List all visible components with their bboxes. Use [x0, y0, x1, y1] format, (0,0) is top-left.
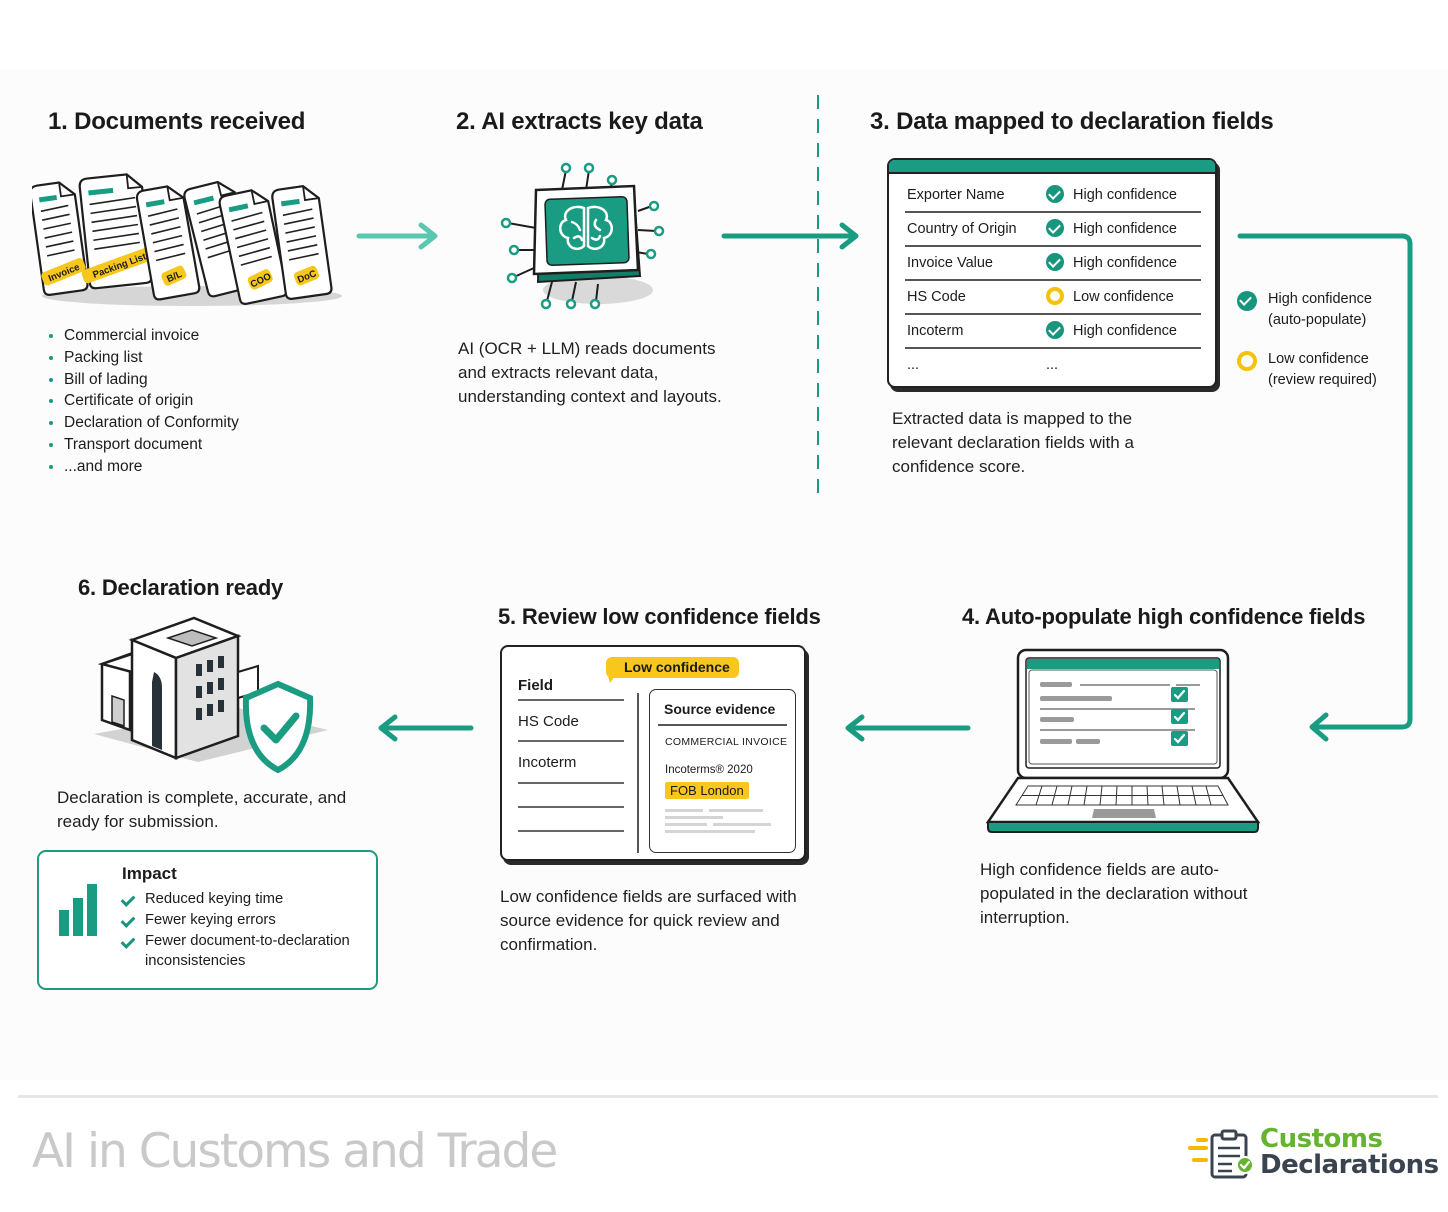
footer-divider [18, 1095, 1438, 1098]
legend-label: High confidence(auto-populate) [1268, 291, 1372, 328]
divider [658, 724, 787, 726]
field-column-header: Field [518, 677, 554, 694]
column-divider [637, 693, 639, 853]
step1-title: 1. Documents received [48, 108, 306, 135]
document-list-item: Bill of lading [48, 369, 239, 391]
document-list-item: Transport document [48, 434, 239, 456]
document-list-item: Declaration of Conformity [48, 412, 239, 434]
legend-label: Low confidence(review required) [1268, 351, 1377, 388]
check-circle-icon [1046, 185, 1064, 203]
step4-title: 4. Auto-populate high confidence fields [962, 604, 1366, 629]
document-list-item: Packing list [48, 347, 239, 369]
impact-list: Reduced keying time Fewer keying errors … [120, 889, 370, 973]
table-row: ... ... [905, 348, 1201, 381]
step5-title: 5. Review low confidence fields [498, 604, 821, 629]
flow-connector-arrow-icon [1237, 233, 1413, 742]
table-header-bar [889, 160, 1215, 174]
table-row: Country of Origin High confidence [905, 212, 1201, 247]
laptop-icon [985, 648, 1261, 833]
document-list-item: ...and more [48, 456, 239, 478]
logo-text-customs: Customs [1260, 1124, 1383, 1154]
confidence-label: ... [1046, 357, 1059, 373]
source-line: Incoterms® 2020 [665, 764, 753, 776]
low-confidence-badge: Low confidence [606, 657, 739, 678]
divider [518, 782, 624, 784]
source-evidence-panel: Source evidence COMMERCIAL INVOICE Incot… [649, 689, 796, 853]
step2-description: AI (OCR + LLM) reads documents and extra… [458, 339, 722, 406]
document-page-icon: B/L [135, 185, 201, 301]
field-name: Exporter Name [907, 187, 1005, 203]
check-circle-icon [1046, 253, 1064, 271]
document-page-icon: COO [218, 189, 289, 305]
source-evidence-title: Source evidence [664, 701, 776, 717]
placeholder-text-lines [665, 809, 771, 833]
field-name: Country of Origin [907, 221, 1017, 237]
document-list-item: Certificate of origin [48, 390, 239, 412]
confidence-label: High confidence [1073, 187, 1177, 203]
field-mapping-table: Exporter Name High confidence Country of… [887, 158, 1217, 388]
confidence-label: High confidence [1073, 323, 1177, 339]
checkmark-icon [120, 892, 136, 907]
step3-description: Extracted data is mapped to the relevant… [892, 409, 1134, 476]
check-circle-icon [1046, 321, 1064, 339]
review-panel: Low confidence Field HS Code Incoterm So… [500, 645, 806, 861]
impact-box: Impact Reduced keying time Fewer keying … [37, 850, 378, 990]
step4-description: High confidence fields are auto-populate… [980, 860, 1248, 927]
badge-pointer [606, 669, 620, 683]
document-page-icon: Packing List [78, 173, 157, 290]
source-highlight: FOB London [665, 782, 749, 799]
field-name: Invoice Value [907, 255, 993, 271]
flow-arrow-right-icon [356, 222, 438, 250]
field-name: HS Code [907, 289, 966, 305]
checkmark-icon [120, 912, 136, 928]
building-shield-icon [94, 616, 328, 774]
logo-text-declarations: Declarations [1260, 1150, 1439, 1180]
document-list: Commercial invoice Packing list Bill of … [48, 325, 239, 478]
warning-circle-icon [1046, 287, 1064, 305]
step6-title: 6. Declaration ready [78, 575, 284, 600]
step3-title: 3. Data mapped to declaration fields [870, 108, 1274, 135]
ai-chip-brain-icon [500, 162, 665, 310]
clipboard-check-logo-icon [1188, 1129, 1254, 1179]
check-circle-icon [1237, 291, 1257, 311]
dashed-divider [817, 95, 819, 493]
impact-item: Fewer keying errors [120, 910, 370, 931]
document-page-icon: DoC [271, 185, 333, 300]
confidence-label: High confidence [1073, 255, 1177, 271]
document-page-icon: Invoice [32, 181, 89, 296]
table-row: Exporter Name High confidence [905, 178, 1201, 213]
confidence-label: Low confidence [1073, 289, 1174, 305]
divider [518, 740, 624, 742]
check-circle-icon [1046, 219, 1064, 237]
review-field-item: HS Code [518, 713, 579, 730]
divider [518, 830, 624, 832]
table-row: HS Code Low confidence [905, 280, 1201, 315]
divider [518, 699, 624, 701]
bar-chart-icon [59, 884, 97, 936]
warning-circle-icon [1237, 351, 1257, 371]
checkmark-icon [120, 933, 136, 949]
divider [518, 806, 624, 808]
confidence-label: High confidence [1073, 221, 1177, 237]
table-row: Incoterm High confidence [905, 314, 1201, 349]
footer-title: AI in Customs and Trade [32, 1124, 558, 1179]
flow-arrow-left-icon [845, 714, 971, 742]
review-field-item: Incoterm [518, 754, 577, 771]
impact-item: Fewer document-to-declaration inconsiste… [120, 931, 370, 973]
field-name: Incoterm [907, 323, 964, 339]
step2-title: 2. AI extracts key data [456, 108, 703, 135]
flow-arrow-right-icon [721, 222, 859, 250]
document-list-item: Commercial invoice [48, 325, 239, 347]
impact-item: Reduced keying time [120, 889, 370, 910]
flow-arrow-left-icon [378, 714, 474, 742]
impact-title: Impact [122, 864, 177, 883]
field-name: ... [907, 357, 920, 373]
step5-description: Low confidence fields are surfaced with … [500, 887, 797, 954]
source-document-name: COMMERCIAL INVOICE [665, 736, 788, 748]
table-row: Invoice Value High confidence [905, 246, 1201, 281]
step6-description: Declaration is complete, accurate, and r… [57, 788, 347, 831]
